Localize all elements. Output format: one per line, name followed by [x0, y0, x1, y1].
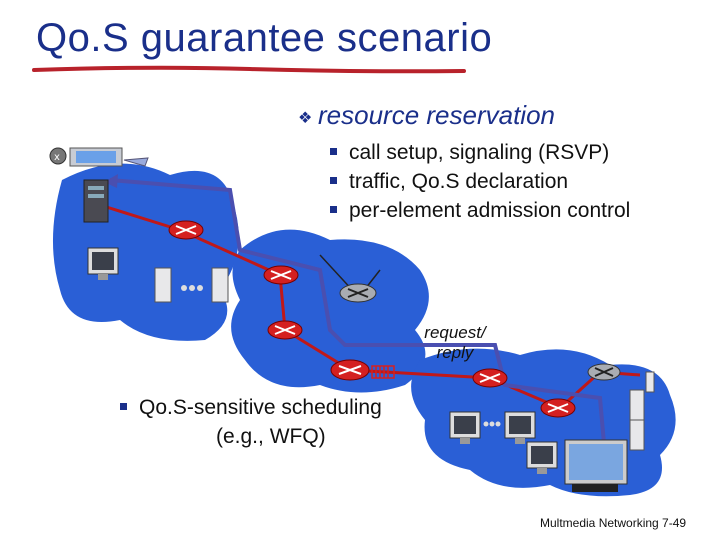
request-label: request/	[424, 323, 486, 342]
title-underline	[32, 65, 466, 74]
dest-dots-icon	[483, 421, 501, 427]
workstation-towers-icon	[154, 267, 229, 303]
svg-text:x: x	[54, 152, 60, 163]
dest-towers-icon	[629, 371, 655, 451]
slide-footer: Multmedia Networking 7-49	[540, 516, 687, 530]
laptop-icon: x	[49, 147, 149, 167]
video-display-icon	[564, 439, 628, 492]
main-bullet-text: resource reservation	[318, 100, 555, 130]
scheduling-text-line1: Qo.S-sensitive scheduling	[139, 396, 382, 419]
sub-bullet-text: per-element admission control	[349, 199, 631, 222]
square-bullet-icon	[330, 176, 337, 184]
request-reply-label: request/ reply	[410, 323, 500, 363]
reply-label: reply	[436, 343, 474, 362]
router-5-icon	[472, 368, 508, 388]
sub-bullet-item: call setup, signaling (RSVP)	[330, 138, 630, 167]
router-4-icon	[330, 359, 370, 381]
dest-monitor-1-icon	[449, 411, 481, 444]
diamond-bullet-icon: ❖	[298, 110, 313, 127]
queue-buffer-icon	[371, 365, 395, 379]
scheduling-text-line2: (e.g., WFQ)	[216, 425, 326, 448]
square-bullet-icon	[330, 205, 337, 213]
server-icon	[83, 179, 109, 223]
dest-monitor-2-icon	[504, 411, 536, 444]
sub-bullet-item: traffic, Qo.S declaration	[330, 167, 630, 196]
main-bullet: ❖ resource reservation	[298, 100, 555, 131]
dest-monitor-3-icon	[526, 441, 558, 474]
scheduling-bullet: Qo.S-sensitive scheduling (e.g., WFQ)	[120, 393, 382, 451]
square-bullet-icon	[330, 147, 337, 155]
sub-bullet-list: call setup, signaling (RSVP) traffic, Qo…	[330, 138, 630, 225]
router-3-icon	[267, 320, 303, 340]
router-6-icon	[540, 398, 576, 418]
router-grey-core-icon	[339, 283, 377, 303]
slide-title: Qo.S guarantee scenario	[36, 16, 493, 60]
signaling-path	[109, 178, 607, 456]
signaling-arrowhead	[104, 174, 118, 188]
sub-bullet-text: call setup, signaling (RSVP)	[349, 141, 610, 164]
monitor-icon	[87, 247, 119, 280]
router-2-icon	[263, 265, 299, 285]
sub-bullet-text: traffic, Qo.S declaration	[349, 170, 569, 193]
sub-bullet-item: per-element admission control	[330, 196, 630, 225]
router-grey-edge-icon	[587, 363, 621, 381]
router-1-icon	[168, 220, 204, 240]
square-bullet-icon	[120, 402, 127, 410]
